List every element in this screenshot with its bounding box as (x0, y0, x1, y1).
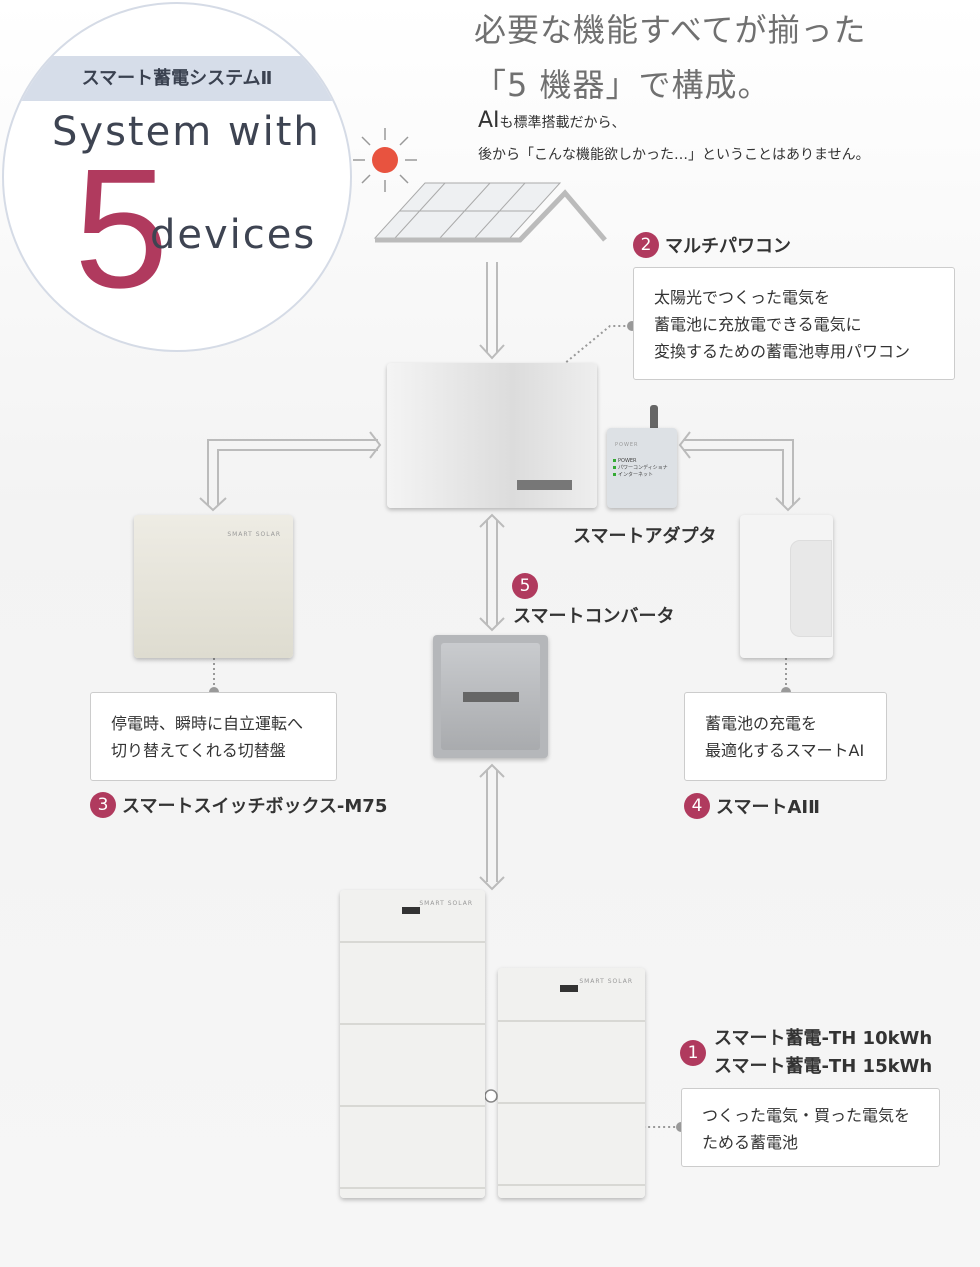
number-badge: 1 (680, 1040, 706, 1066)
brand-logo: SMART SOLAR (419, 900, 473, 907)
device-name: スマート蓄電-TH 15kWh (714, 1056, 933, 1077)
desc-switch-box: 停電時、瞬時に自立運転へ切り替えてくれる切替盤 (90, 692, 337, 781)
label-converter-num: 5 (512, 573, 538, 599)
smart-ai-device (740, 515, 833, 658)
brand-logo: SMART SOLAR (227, 531, 281, 538)
ai-text: AI (478, 108, 500, 133)
label-converter: スマートコンバータ (513, 606, 675, 627)
arrow-converter-to-battery (486, 770, 498, 882)
desc-line: 切り替えてくれる切替盤 (111, 741, 286, 760)
badge-number: 5 (74, 134, 169, 324)
device-name: スマートスイッチボックス-M75 (122, 796, 388, 817)
desc-smart-ai: 蓄電池の充電を最適化するスマートAI (684, 692, 887, 781)
badge-series: スマート蓄電システムⅡ (4, 56, 350, 101)
desc-line: 停電時、瞬時に自立運転へ (111, 714, 304, 733)
pcs-panel (517, 480, 572, 490)
desc-line: つくった電気・買った電気を (702, 1106, 911, 1125)
arrow-pcs-to-ai (683, 439, 794, 505)
led-power: POWER (613, 458, 668, 465)
converter-panel (463, 692, 519, 702)
subtext-line2: 後から「こんな機能欲しかった…」ということはありません。 (478, 147, 870, 163)
switch-box-device: SMART SOLAR (134, 515, 293, 658)
device-name: スマート蓄電-TH 10kWh (714, 1028, 933, 1049)
device-name: マルチパワコン (665, 236, 791, 257)
desc-line: 太陽光でつくった電気を (654, 288, 831, 307)
sun-icon (353, 128, 417, 192)
converter-device (433, 635, 548, 758)
battery-15kwh-device: SMART SOLAR (340, 890, 485, 1198)
desc-line: ためる蓄電池 (702, 1133, 799, 1152)
number-badge: 5 (512, 573, 538, 599)
number-badge: 3 (90, 792, 116, 818)
led-internet: インターネット (613, 472, 668, 479)
smart-adapter-device: POWER POWER パワーコンディショナ インターネット (607, 428, 677, 508)
arrow-pcs-to-converter (486, 520, 498, 625)
led-power-conditioner: パワーコンディショナ (613, 465, 668, 472)
subtext-line1: AIも標準搭載だから、 (478, 108, 626, 133)
label-battery: 1 スマート蓄電-TH 10kWh スマート蓄電-TH 15kWh (680, 1025, 932, 1081)
badge-line1: System with (52, 109, 321, 155)
antenna-icon (650, 405, 658, 440)
adapter-screen: POWER (615, 442, 639, 448)
badge-line2: devices (150, 212, 317, 258)
desc-line: 最適化するスマートAI (705, 741, 865, 760)
label-smart-ai: 4 スマートAIⅡ (684, 793, 820, 819)
desc-multi-pcs: 太陽光でつくった電気を蓄電池に充放電できる電気に変換するための蓄電池専用パワコン (633, 267, 955, 380)
headline-line2: 「5 機器」で構成。 (474, 66, 771, 104)
desc-line: 変換するための蓄電池専用パワコン (654, 342, 911, 361)
label-smart-adapter: スマートアダプタ (573, 526, 717, 547)
label-switch-box: 3 スマートスイッチボックス-M75 (90, 792, 387, 818)
number-badge: 2 (633, 232, 659, 258)
arrow-pcs-to-switch (207, 439, 378, 505)
arrow-solar-to-pcs (486, 262, 498, 352)
desc-line: 蓄電池に充放電できる電気に (654, 315, 862, 334)
battery-10kwh-device: SMART SOLAR (498, 968, 645, 1198)
solar-panel-roof (373, 182, 607, 243)
ai-panel (790, 540, 832, 637)
headline-line1: 必要な機能すべてが揃った (474, 11, 867, 49)
device-name: スマートAIⅡ (716, 797, 820, 818)
adapter-led-list: POWER パワーコンディショナ インターネット (613, 458, 668, 479)
desc-battery: つくった電気・買った電気をためる蓄電池 (681, 1088, 940, 1167)
brand-logo: SMART SOLAR (579, 978, 633, 985)
desc-line: 蓄電池の充電を (705, 714, 818, 733)
label-multi-pcs: 2 マルチパワコン (633, 232, 791, 258)
subtext-line1-rest: も標準搭載だから、 (499, 115, 626, 131)
multi-pcs-device (387, 363, 597, 508)
number-badge: 4 (684, 793, 710, 819)
system-badge: スマート蓄電システムⅡ System with 5 devices (2, 2, 352, 352)
